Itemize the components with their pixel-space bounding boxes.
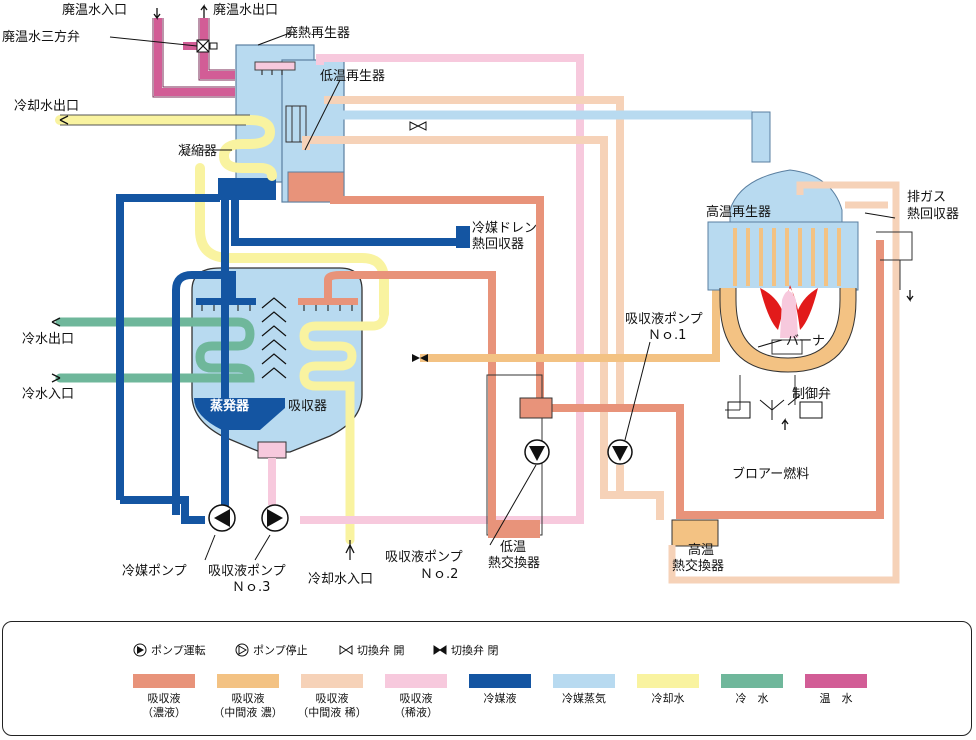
label-waste-hot-in: 廃温水入口 [62,2,127,18]
label-exhaust-1: 排ガス [907,190,946,205]
legend-valve-open-label: 切換弁 開 [357,644,405,657]
absorbent-pump-1-icon[interactable] [607,439,633,465]
concentrated-solution-pipes [324,196,884,520]
legend-swatch [469,674,531,688]
high-temp-generator [707,169,859,373]
control-valve-icon [727,399,823,420]
legend-swatch [553,674,615,688]
valve-closed-icon [433,645,447,655]
legend-swatch-label: 吸収液 （中間液 稀） [297,692,367,719]
pump-on-icon [133,643,147,657]
legend-swatch [133,674,195,688]
legend-swatch-label: 吸収液 （稀液） [394,692,438,719]
hot-water-pipes-outline [152,18,235,98]
label-high-temp-regen: 高温再生器 [706,204,771,220]
label-high-hx-2: 熱交換器 [672,558,724,574]
legend-swatch-label: 温 水 [819,692,853,705]
exhaust-heat-recovery [668,181,900,584]
label-control-valve: 制御弁 [792,387,831,402]
label-refrigerant-pump: 冷媒ポンプ [122,564,187,579]
label-abs-pump3-2: Ｎｏ.3 [232,580,270,595]
label-condenser: 凝縮器 [178,143,217,159]
label-low-temp-regen: 低温再生器 [320,69,385,84]
valve-open-icon [339,645,353,655]
label-burner: バーナ [786,334,825,349]
legend-swatch [721,674,783,688]
legend-valve-closed: 切換弁 閉 [433,642,499,658]
label-abs-pump1-1: 吸収液ポンプ [625,312,703,327]
label-waste-hot-out: 廃温水出口 [213,2,278,18]
legend-swatch-label: 冷却水 [651,692,685,705]
hot-water-pipes [154,18,235,96]
absorbent-pump-2-icon[interactable] [524,439,550,465]
label-abs-pump1-2: Ｎｏ.1 [648,328,686,343]
legend-swatch-label: 吸収液 （中間液 濃） [213,692,283,719]
label-evaporator: 蒸発器 [210,398,250,414]
legend-pump-on: ポンプ運転 [133,642,206,658]
refrigerant-pipes [116,194,460,524]
refrigerant-pump-icon[interactable] [208,504,236,532]
absorbent-pump-3-icon[interactable] [261,504,289,532]
label-abs-pump2-1: 吸収液ポンプ [385,550,463,565]
label-refrigerant-drain-1: 冷媒ドレン [472,221,537,236]
legend-swatch [637,674,699,688]
legend-swatch-label: 冷媒蒸気 [562,692,606,705]
legend-swatch-label: 吸収液 （濃液） [142,692,186,719]
legend-swatch-label: 冷媒液 [483,692,517,705]
label-refrigerant-drain-2: 熱回収器 [472,237,524,252]
label-blower-fuel: ブロアー燃料 [732,466,809,482]
label-high-hx-1: 高温 [688,542,714,558]
pump-off-icon [235,643,249,657]
switching-valve-icon[interactable] [409,121,428,362]
legend-swatch-label: 冷 水 [735,692,769,705]
label-chilled-in: 冷水入口 [22,387,74,402]
legend-valve-closed-label: 切換弁 閉 [451,644,499,657]
legend-valve-open: 切換弁 開 [339,642,405,658]
legend-swatch [805,674,867,688]
refrigerant-drain-hx [456,226,470,248]
upper-shell [218,44,345,203]
legend-pump-on-label: ポンプ運転 [151,644,206,657]
legend-swatch [385,674,447,688]
absorber-cooling-coil [299,309,389,545]
legend-pump-off: ポンプ停止 [235,642,308,658]
legend: ポンプ運転 ポンプ停止 切換弁 開 切換弁 閉 吸収液 （濃液） 吸収液 （中間液… [2,621,972,736]
label-low-hx-2: 熱交換器 [488,555,540,571]
label-low-hx-1: 低温 [500,540,526,555]
high-temp-heat-exchanger [671,519,719,547]
legend-pump-off-label: ポンプ停止 [253,644,308,657]
label-exhaust-2: 熱回収器 [907,207,959,222]
flow-arrows [51,4,914,554]
label-cooling-water-out: 冷却水出口 [14,99,79,114]
label-waste-heat-regen: 廃熱再生器 [285,25,350,41]
absorption-chiller-diagram: 廃温水入口 廃温水出口 廃温水三方弁 廃熱再生器 低温再生器 冷却水出口 凝縮器… [2,2,959,595]
legend-swatch [301,674,363,688]
medium-dilute-pipes [302,96,664,520]
chilled-water-coil [55,317,255,383]
label-absorber: 吸収器 [288,399,327,414]
diagram-labels: 廃温水入口 廃温水出口 廃温水三方弁 廃熱再生器 低温再生器 冷却水出口 凝縮器… [2,2,959,595]
label-chilled-out: 冷水出口 [22,332,74,347]
label-abs-pump2-2: Ｎｏ.2 [420,567,458,582]
label-abs-pump3-1: 吸収液ポンプ [208,564,286,579]
label-three-way-valve: 廃温水三方弁 [2,29,80,45]
label-cooling-water-in: 冷却水入口 [308,572,373,587]
legend-swatch [217,674,279,688]
